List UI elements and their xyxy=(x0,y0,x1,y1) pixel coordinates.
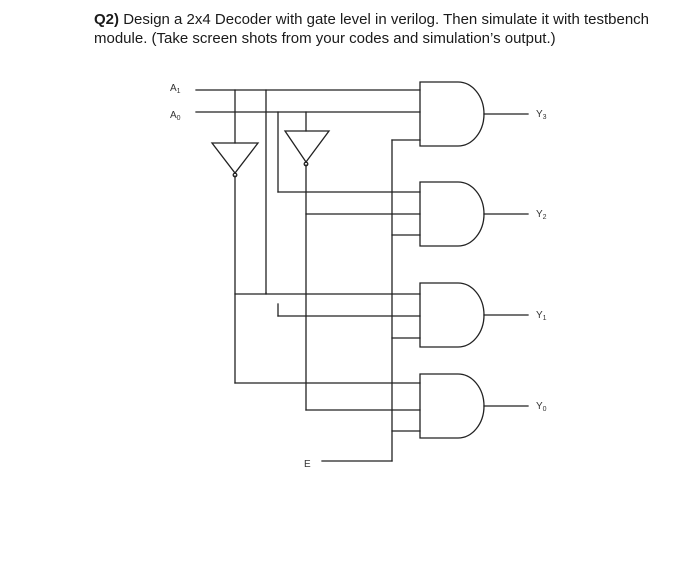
and-gate-y2 xyxy=(419,181,485,247)
question-number: Q2) xyxy=(94,11,120,28)
input-label-e: E xyxy=(304,459,311,470)
output-label-y1: Y1 xyxy=(536,310,547,322)
question-body: Design a 2x4 Decoder with gate level in … xyxy=(94,11,650,47)
output-label-y2: Y2 xyxy=(536,209,547,221)
and-gate-y3 xyxy=(419,81,485,147)
output-label-y3: Y3 xyxy=(536,109,547,121)
input-label-a1: A1 xyxy=(170,83,181,95)
and-gate-y1 xyxy=(419,282,485,348)
inverter-a0 xyxy=(283,111,331,167)
output-label-y0: Y0 xyxy=(536,401,547,413)
and-gate-y0 xyxy=(419,373,485,439)
signal-buses xyxy=(234,89,421,462)
inverter-a1 xyxy=(210,89,260,178)
input-label-a0: A0 xyxy=(170,110,181,122)
question-text: Q2) Design a 2x4 Decoder with gate level… xyxy=(94,10,684,48)
gate-input-wires xyxy=(234,191,421,432)
